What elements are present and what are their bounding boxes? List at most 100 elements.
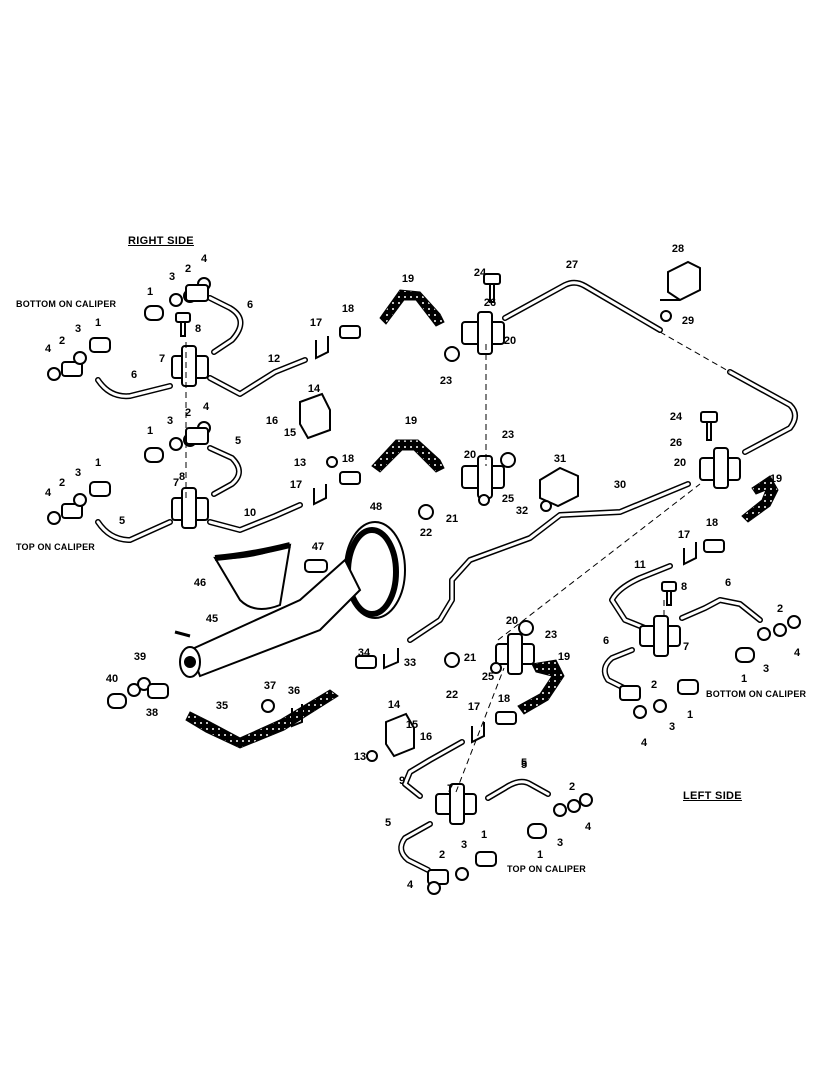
callout-number: 30 bbox=[614, 479, 626, 491]
callout-number: 19 bbox=[402, 273, 414, 285]
callout-number: 7 bbox=[173, 477, 179, 489]
callout-number: 3 bbox=[557, 837, 563, 849]
callout-number: 2 bbox=[651, 679, 657, 691]
callout-number: 5 bbox=[385, 817, 391, 829]
callout-number: 16 bbox=[266, 415, 278, 427]
callout-number: 21 bbox=[446, 513, 458, 525]
callout-number: 37 bbox=[264, 680, 276, 692]
callout-number: 4 bbox=[45, 487, 52, 499]
callout-number: 2 bbox=[59, 477, 65, 489]
callout-number: 31 bbox=[554, 453, 566, 465]
callout-number: 12 bbox=[268, 353, 280, 365]
master-cylinder bbox=[174, 521, 406, 678]
callout-number: 18 bbox=[342, 453, 354, 465]
callout-number: 21 bbox=[464, 652, 476, 664]
callout-number: 19 bbox=[405, 415, 417, 427]
callout-number: 1 bbox=[741, 673, 747, 685]
callout-number: 23 bbox=[440, 375, 452, 387]
callout-number: 33 bbox=[404, 657, 416, 669]
label-bottom-on-caliper-right: BOTTOM ON CALIPER bbox=[16, 299, 117, 309]
callout-number: 8 bbox=[179, 471, 185, 483]
callout-number: 23 bbox=[502, 429, 514, 441]
callout-number: 6 bbox=[725, 577, 731, 589]
callout-number: 5 bbox=[521, 757, 527, 769]
callout-number: 15 bbox=[406, 719, 418, 731]
callout-number: 6 bbox=[131, 369, 137, 381]
callout-number: 1 bbox=[95, 457, 101, 469]
callout-number: 25 bbox=[502, 493, 514, 505]
callout-number: 13 bbox=[294, 457, 306, 469]
callout-number: 20 bbox=[464, 449, 476, 461]
callout-number: 3 bbox=[169, 271, 175, 283]
callout-number: 18 bbox=[706, 517, 718, 529]
callout-number: 8 bbox=[681, 581, 687, 593]
label-bottom-on-caliper-left: BOTTOM ON CALIPER bbox=[706, 689, 807, 699]
callout-number: 32 bbox=[516, 505, 528, 517]
callout-number: 17 bbox=[678, 529, 690, 541]
callout-number: 15 bbox=[284, 427, 296, 439]
callout-number: 5 bbox=[235, 435, 241, 447]
callout-number: 4 bbox=[407, 879, 414, 891]
callout-number: 3 bbox=[461, 839, 467, 851]
heading-left-side: LEFT SIDE bbox=[683, 790, 742, 802]
callout-number: 5 bbox=[119, 515, 125, 527]
callout-number: 22 bbox=[446, 689, 458, 701]
callout-number: 27 bbox=[566, 259, 578, 271]
heading-right-side: RIGHT SIDE bbox=[128, 235, 194, 247]
callout-number: 3 bbox=[167, 415, 173, 427]
callout-number: 17 bbox=[468, 701, 480, 713]
callout-number: 19 bbox=[558, 651, 570, 663]
callout-number: 2 bbox=[185, 263, 191, 275]
callout-number: 1 bbox=[481, 829, 487, 841]
callout-number: 1 bbox=[95, 317, 101, 329]
callout-number: 18 bbox=[342, 303, 354, 315]
callout-number: 3 bbox=[75, 467, 81, 479]
callout-number: 35 bbox=[216, 700, 228, 712]
caliper-fittings bbox=[47, 277, 801, 895]
callout-number: 36 bbox=[288, 685, 300, 697]
callout-number: 14 bbox=[308, 383, 321, 395]
callout-number: 23 bbox=[545, 629, 557, 641]
callout-number: 24 bbox=[670, 411, 683, 423]
callout-number: 3 bbox=[75, 323, 81, 335]
callout-number: 5 bbox=[521, 759, 527, 771]
callout-number: 9 bbox=[399, 775, 405, 787]
callout-number: 3 bbox=[763, 663, 769, 675]
callout-number: 34 bbox=[358, 647, 371, 659]
label-top-on-caliper-right: TOP ON CALIPER bbox=[16, 542, 95, 552]
callout-number: 22 bbox=[420, 527, 432, 539]
callout-number: 19 bbox=[770, 473, 782, 485]
callout-number: 6 bbox=[603, 635, 609, 647]
callout-number: 47 bbox=[312, 541, 324, 553]
callout-number: 24 bbox=[474, 267, 487, 279]
callout-number: 4 bbox=[201, 253, 208, 265]
callout-number: 3 bbox=[669, 721, 675, 733]
callout-number: 1 bbox=[537, 849, 543, 861]
callout-number: 7 bbox=[159, 353, 165, 365]
callout-number: 20 bbox=[674, 457, 686, 469]
callout-number: 10 bbox=[244, 507, 256, 519]
callout-number: 40 bbox=[106, 673, 118, 685]
callout-number: 17 bbox=[290, 479, 302, 491]
callout-number: 16 bbox=[420, 731, 432, 743]
callout-number: 8 bbox=[195, 323, 201, 335]
callout-number: 39 bbox=[134, 651, 146, 663]
callout-number: 2 bbox=[59, 335, 65, 347]
callout-number: 2 bbox=[569, 781, 575, 793]
callout-number: 4 bbox=[45, 343, 52, 355]
callout-number: 1 bbox=[147, 286, 153, 298]
callout-number: 48 bbox=[370, 501, 382, 513]
callout-number: 7 bbox=[447, 783, 453, 795]
callout-number: 2 bbox=[439, 849, 445, 861]
callout-number: 4 bbox=[794, 647, 801, 659]
callout-number: 4 bbox=[641, 737, 648, 749]
callout-number: 26 bbox=[670, 437, 682, 449]
callout-number: 26 bbox=[484, 297, 496, 309]
callout-number: 11 bbox=[634, 559, 646, 571]
callout-number: 4 bbox=[585, 821, 592, 833]
callout-number: 7 bbox=[683, 641, 689, 653]
callout-number: 13 bbox=[354, 751, 366, 763]
callout-number: 20 bbox=[504, 335, 516, 347]
